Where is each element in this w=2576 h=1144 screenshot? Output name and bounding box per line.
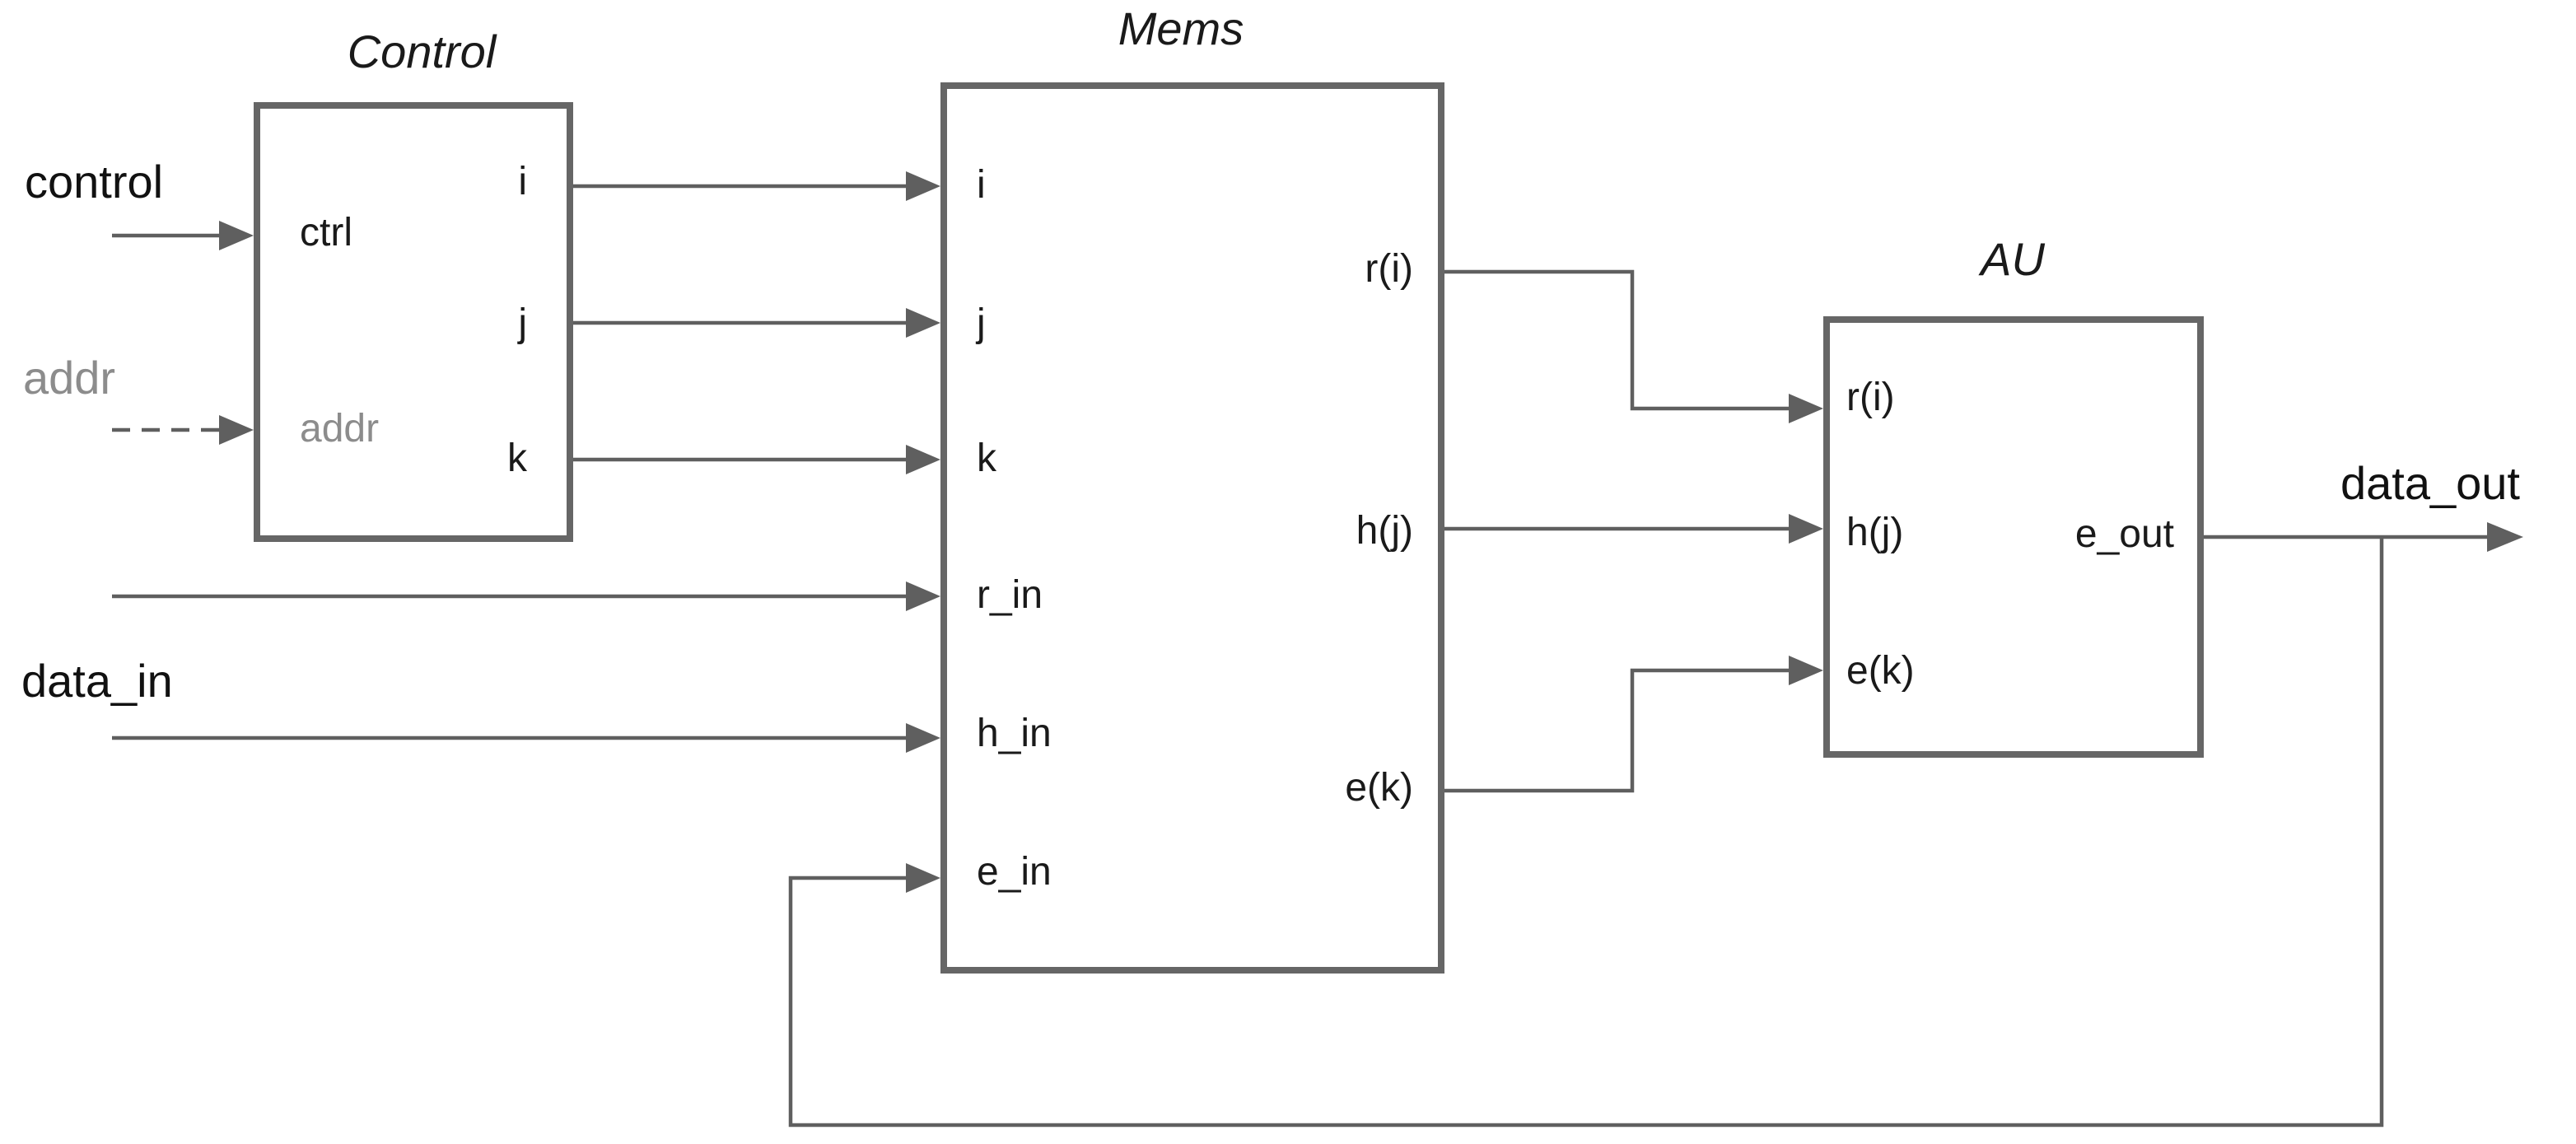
signal-addr-label: addr: [23, 352, 115, 404]
au-block[interactable]: AU r(i) h(j) e(k) e_out: [1823, 233, 2204, 758]
au-port-e-out: e_out: [2075, 512, 2174, 556]
control-port-j: j: [516, 301, 527, 345]
mems-port-e-in: e_in: [977, 850, 1052, 894]
mems-block-title: Mems: [1118, 2, 1244, 54]
control-port-addr: addr: [300, 407, 379, 451]
mems-block[interactable]: Mems i j k r_in h_in e_in r(i) h(j) e(k): [940, 2, 1444, 974]
signal-control-label: control: [25, 156, 163, 208]
au-block-title: AU: [1978, 233, 2045, 285]
wire-control-ctrl: [112, 221, 254, 250]
wire-data-out: [2204, 522, 2523, 552]
mems-port-k: k: [977, 437, 997, 480]
wire-r-in: [112, 581, 940, 611]
mems-port-j: j: [975, 301, 986, 345]
control-block-title: Control: [348, 26, 497, 77]
wire-feedback-e-in: [788, 537, 2384, 1128]
wire-data-in: [112, 723, 940, 753]
control-block[interactable]: Control ctrl addr i j k: [254, 26, 573, 542]
control-block-box: [254, 102, 573, 542]
signal-data-in-label: data_in: [21, 655, 173, 707]
control-port-k: k: [507, 437, 528, 480]
wire-ek: [1444, 656, 1823, 793]
mems-port-h-in: h_in: [977, 712, 1052, 755]
au-block-box: [1823, 316, 2204, 758]
wire-addr-addr: [112, 415, 254, 445]
mems-port-ri: r(i): [1365, 247, 1413, 291]
wire-i: [573, 171, 940, 201]
mems-port-i: i: [977, 163, 986, 207]
mems-port-ek: e(k): [1345, 766, 1413, 810]
mems-port-r-in: r_in: [977, 573, 1043, 617]
wire-k: [573, 445, 940, 474]
mems-port-hj: h(j): [1356, 509, 1413, 553]
wire-j: [573, 308, 940, 338]
control-port-ctrl: ctrl: [300, 211, 352, 254]
wire-ri: [1444, 269, 1823, 423]
wire-hj: [1444, 514, 1823, 544]
mems-block-box: [940, 82, 1444, 974]
signal-data-out-label: data_out: [2340, 457, 2520, 509]
au-port-hj: h(j): [1846, 511, 1903, 554]
au-port-ek: e(k): [1846, 649, 1915, 693]
au-port-ri: r(i): [1846, 376, 1895, 419]
control-port-i: i: [518, 160, 527, 203]
